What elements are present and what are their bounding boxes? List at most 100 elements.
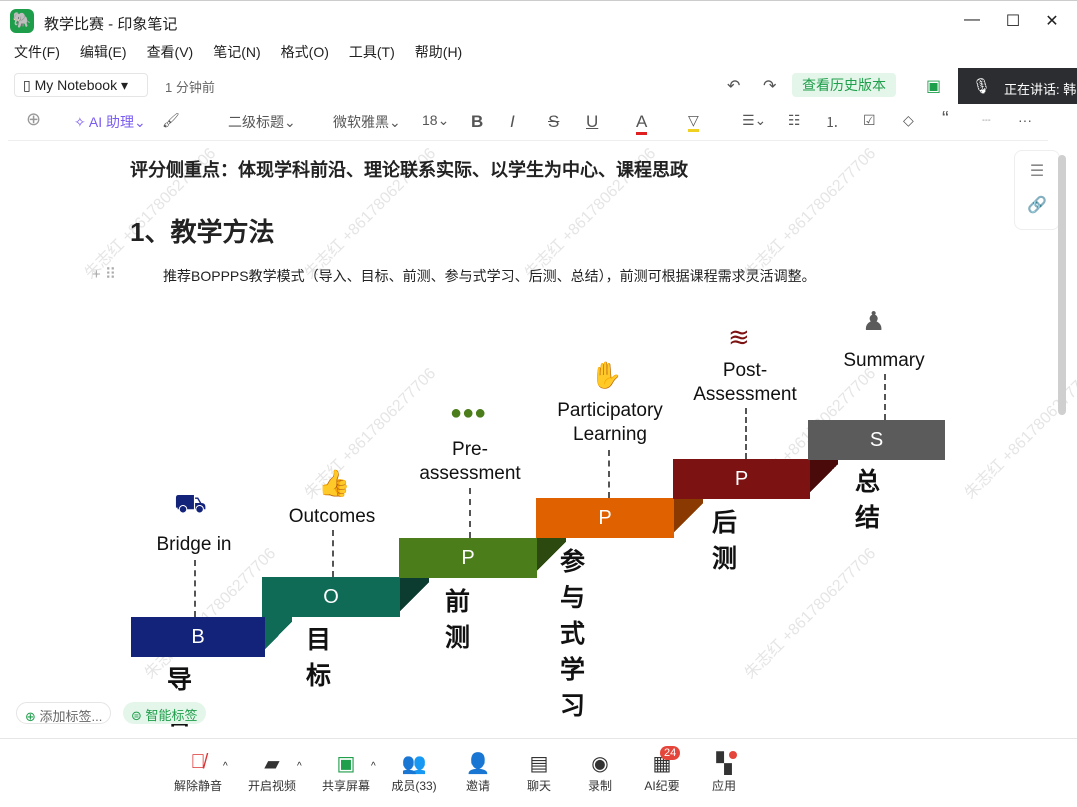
label: AI纪要	[644, 779, 680, 793]
step-shadow	[536, 537, 566, 577]
label: 应用	[711, 779, 736, 793]
label: 邀请	[465, 779, 490, 793]
smart-tag-icon: ⊜	[131, 708, 142, 723]
strikethrough-icon[interactable]: S	[548, 112, 560, 131]
numbered-list-icon[interactable]: ⒈	[825, 114, 839, 130]
font-color-icon[interactable]: A	[636, 112, 648, 135]
label: 成员(33)	[391, 779, 437, 793]
window-title: 教学比赛 - 印象笔记	[44, 16, 178, 33]
step-s: S	[808, 420, 945, 460]
present-icon[interactable]: ▣	[926, 78, 942, 95]
heading-select[interactable]: 二级标题⌄	[228, 114, 296, 130]
side-panel: ☰ 🔗	[1014, 150, 1060, 230]
connector-line	[884, 374, 886, 420]
step-b: B	[131, 617, 265, 657]
note-editor[interactable]	[8, 140, 1048, 735]
label: 聊天	[526, 779, 551, 793]
step-en-label: Bridge in	[156, 534, 232, 555]
share-screen-button[interactable]: ▣共享屏幕	[316, 751, 376, 794]
members-button[interactable]: 👥 成员(33)	[384, 751, 444, 794]
step-en-label: Post- Assessment	[693, 360, 797, 405]
menu-file[interactable]: 文件(F)	[14, 44, 60, 60]
step-en-label: Outcomes	[288, 506, 376, 527]
step-o: O	[262, 577, 400, 617]
step-shadow	[262, 617, 292, 657]
step-en-label: Summary	[843, 350, 925, 371]
font-size-select[interactable]: 18⌄	[422, 112, 450, 128]
insert-plus-icon[interactable]: ⊕	[26, 109, 42, 129]
smart-tag-label: 智能标签	[145, 708, 198, 723]
font-select[interactable]: 微软雅黑⌄	[333, 114, 401, 130]
highlight-icon[interactable]: ▽	[688, 112, 699, 132]
invite-button[interactable]: 👤邀请	[448, 751, 508, 794]
add-tag-button[interactable]: ⊕ 添加标签...	[16, 702, 112, 724]
members-icon: 👥	[401, 753, 427, 775]
quote-icon[interactable]: “	[942, 108, 949, 130]
step-p3: P	[673, 459, 810, 499]
menu-note[interactable]: 笔记(N)	[213, 44, 261, 60]
thumbs-up-icon: 👍	[318, 468, 351, 498]
apps-notification-dot	[729, 751, 737, 759]
notebook-selector[interactable]: ▯ My Notebook ▾	[14, 73, 148, 97]
apps-icon: ▚	[716, 753, 732, 775]
minimize-button[interactable]: —	[964, 11, 980, 28]
menu-format[interactable]: 格式(O)	[280, 44, 329, 60]
step-p2: P	[536, 498, 674, 538]
connector-line	[332, 530, 334, 577]
align-icon[interactable]: ☰⌄	[742, 112, 767, 128]
checklist-icon[interactable]: ☑	[863, 112, 876, 128]
close-button[interactable]: ✕	[1045, 13, 1059, 30]
eraser-icon[interactable]: ◇	[903, 112, 914, 128]
divider-icon[interactable]: ┄	[982, 112, 991, 128]
ai-assistant-button[interactable]: ✧ AI 助理⌄	[74, 114, 146, 130]
bold-icon[interactable]: B	[471, 112, 484, 131]
format-painter-icon[interactable]: 🖌	[162, 112, 180, 128]
block-handle-icon[interactable]: + ⠿	[92, 266, 116, 283]
menu-help[interactable]: 帮助(H)	[414, 44, 463, 60]
heading-value: 二级标题	[228, 114, 284, 130]
redo-icon[interactable]: ↷	[763, 78, 777, 95]
connector-line	[608, 450, 610, 498]
group-icon: ●●●	[450, 402, 487, 424]
underline-icon[interactable]: U	[586, 112, 599, 131]
unmute-button[interactable]: 🎙̸解除静音	[168, 751, 228, 794]
menu-edit[interactable]: 编辑(E)	[79, 44, 127, 60]
paragraph: 推荐BOPPPS教学模式（导入、目标、前测、参与式学习、后测、总结），前测可根据…	[163, 268, 816, 284]
history-button[interactable]: 查看历史版本	[792, 73, 896, 97]
italic-icon[interactable]: I	[510, 112, 515, 131]
mic-muted-icon: 🎙̸	[190, 751, 206, 773]
apps-button[interactable]: ▚ 应用	[694, 751, 754, 794]
video-button[interactable]: ▰开启视频	[242, 751, 302, 794]
camera-off-icon: ▰	[264, 753, 280, 775]
menu-tools[interactable]: 工具(T)	[348, 44, 395, 60]
font-value: 微软雅黑	[333, 114, 389, 130]
chevron-up-icon[interactable]: ^	[371, 761, 376, 772]
link-icon[interactable]: 🔗	[1027, 197, 1047, 214]
chevron-up-icon[interactable]: ^	[297, 761, 302, 772]
notebook-name: My Notebook	[34, 77, 118, 93]
scrollbar[interactable]	[1058, 155, 1066, 415]
speaking-indicator: 🎙正在讲话: 韩	[958, 68, 1077, 104]
outline-icon[interactable]: ☰	[1029, 163, 1045, 180]
step-shadow	[399, 577, 429, 617]
title-bar: 🐘 教学比赛 - 印象笔记 — ☐ ✕	[0, 0, 1077, 40]
more-icon[interactable]: ···	[1018, 112, 1032, 128]
undo-icon[interactable]: ↶	[727, 78, 741, 95]
label: 共享屏幕	[321, 779, 370, 793]
maximize-button[interactable]: ☐	[1005, 13, 1021, 30]
mic-muted-icon: 🎙	[972, 78, 992, 95]
hand-money-icon: ✋	[590, 360, 623, 390]
chevron-up-icon[interactable]: ^	[223, 761, 228, 772]
ai-notes-badge: 24	[660, 746, 681, 760]
section-heading: 1、教学方法	[130, 217, 275, 247]
chat-button[interactable]: ▤ 聊天	[509, 751, 569, 794]
record-button[interactable]: ◉录制	[570, 751, 630, 794]
chat-icon: ▤	[529, 753, 549, 775]
smart-tag-button[interactable]: ⊜ 智能标签	[123, 702, 206, 724]
menu-view[interactable]: 查看(V)	[146, 44, 194, 60]
add-tag-label: 添加标签...	[39, 709, 103, 724]
step-p1: P	[399, 538, 537, 578]
ai-label: AI 助理	[88, 114, 134, 130]
notebook-icon: ▯	[23, 77, 35, 93]
bullet-list-icon[interactable]: ☷	[788, 112, 801, 128]
